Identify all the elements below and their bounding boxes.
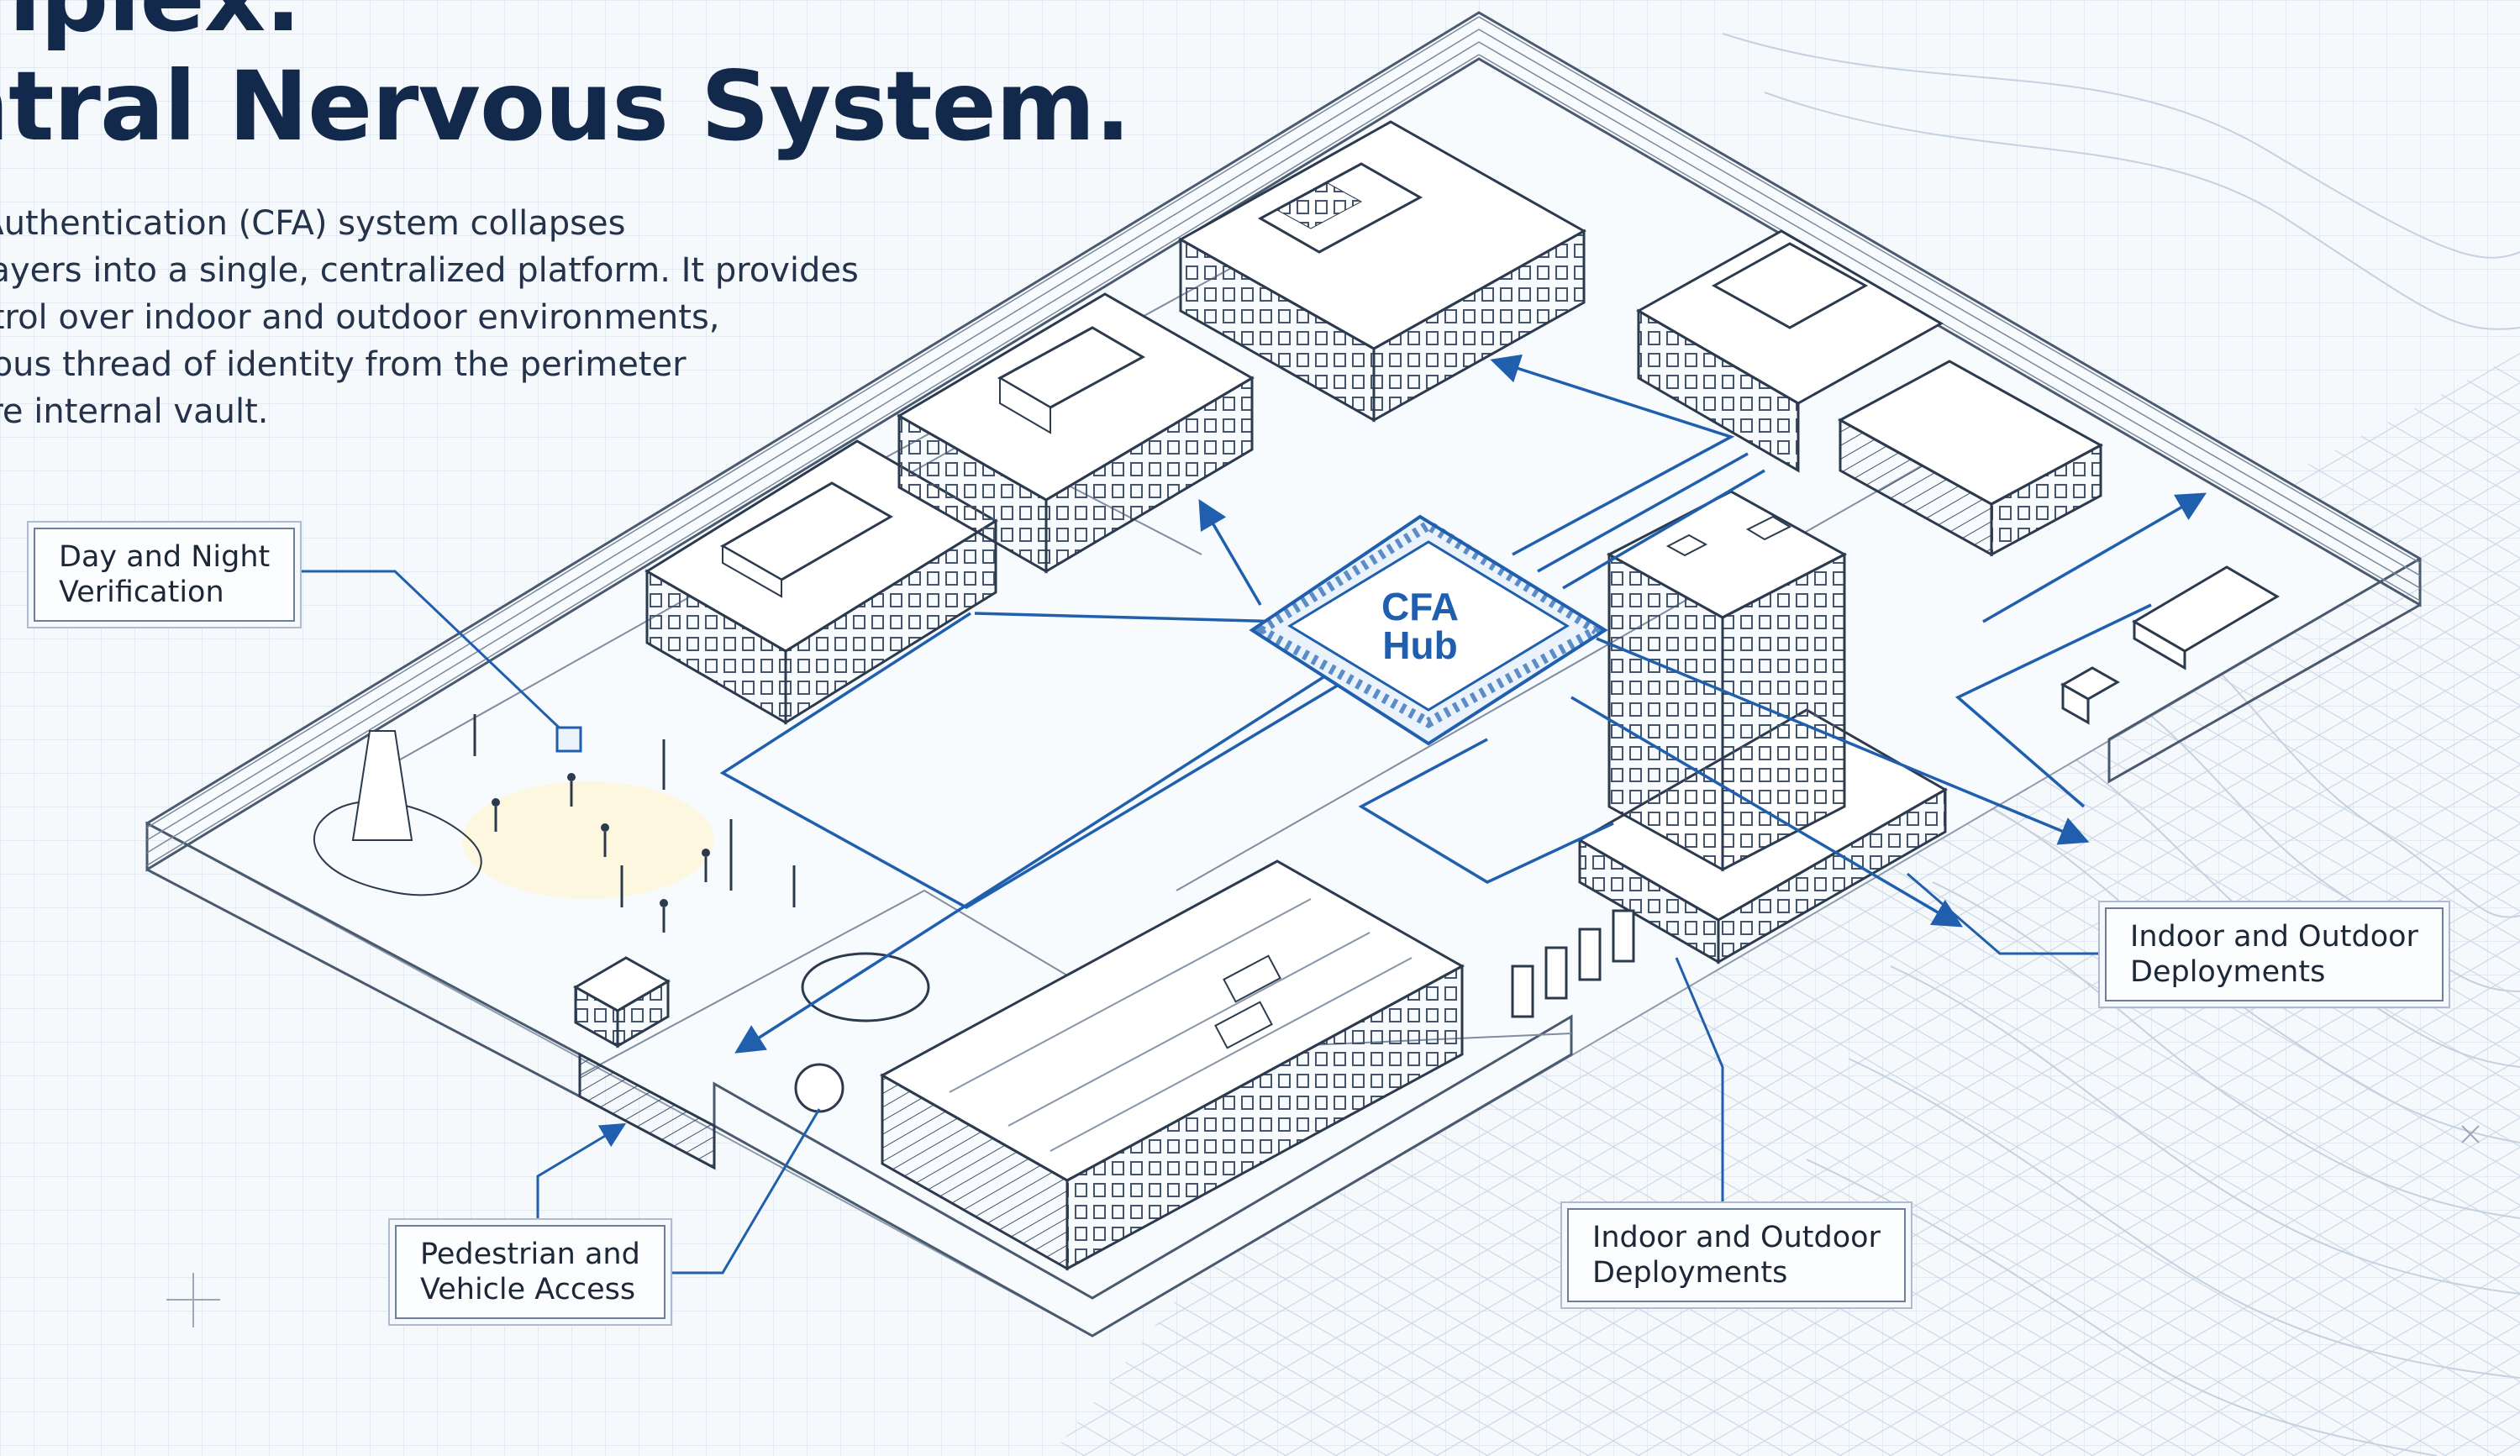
- callout-text-line: Verification: [59, 576, 224, 609]
- storage-units: [2060, 565, 2280, 725]
- intro-line: e Authentication (CFA) system collapses: [0, 204, 626, 243]
- intro-line: nuous thread of identity from the perime…: [0, 345, 687, 384]
- callout-text-line: Deployments: [2130, 955, 2326, 989]
- callout-text-line: Day and Night: [59, 540, 271, 574]
- callout-text-line: Vehicle Access: [420, 1273, 636, 1306]
- fence-mesh: [146, 16, 2421, 866]
- cfa-hub: CFA Hub: [1249, 514, 1608, 746]
- building-northeast: [1635, 229, 2104, 557]
- hub-title-line-1: CFA: [1381, 585, 1459, 628]
- intro-paragraph: e Authentication (CFA) system collapses …: [0, 200, 924, 435]
- entry-gate: [572, 952, 930, 1170]
- callout-leaders: [273, 570, 2105, 1275]
- callout-day-night-verification: Day and Night Verification: [34, 528, 296, 622]
- callout-text-line: Pedestrian and: [420, 1238, 640, 1271]
- parking-garage: [879, 859, 1465, 1271]
- callout-indoor-outdoor-bottom: Indoor and Outdoor Deployments: [1567, 1208, 1906, 1302]
- topographic-contours: [1722, 33, 2520, 1456]
- outdoor-courtyard: [313, 714, 796, 933]
- callout-text-line: Indoor and Outdoor: [1592, 1221, 1881, 1254]
- tower-building: [1576, 490, 1949, 965]
- intro-line: ontrol over indoor and outdoor environme…: [0, 298, 720, 337]
- callout-pedestrian-vehicle-access: Pedestrian and Vehicle Access: [395, 1225, 666, 1319]
- building-northwest: [897, 292, 1255, 574]
- page-title-line-2: ntral Nervous System.: [0, 50, 1131, 162]
- hub-title-line-2: Hub: [1382, 623, 1457, 667]
- intro-line: cure internal vault.: [0, 392, 269, 431]
- building-north: [1177, 120, 1587, 423]
- intro-line: y layers into a single, centralized plat…: [0, 251, 859, 290]
- callout-indoor-outdoor-right: Indoor and Outdoor Deployments: [2105, 907, 2444, 1001]
- page-title-line-1: mplex.: [0, 0, 302, 53]
- callout-text-line: Indoor and Outdoor: [2130, 920, 2418, 954]
- callout-text-line: Deployments: [1592, 1256, 1788, 1290]
- access-turnstiles: [1511, 909, 1635, 1018]
- hub-connections: [719, 354, 2207, 1054]
- crosshair-marks: [166, 1125, 2480, 1327]
